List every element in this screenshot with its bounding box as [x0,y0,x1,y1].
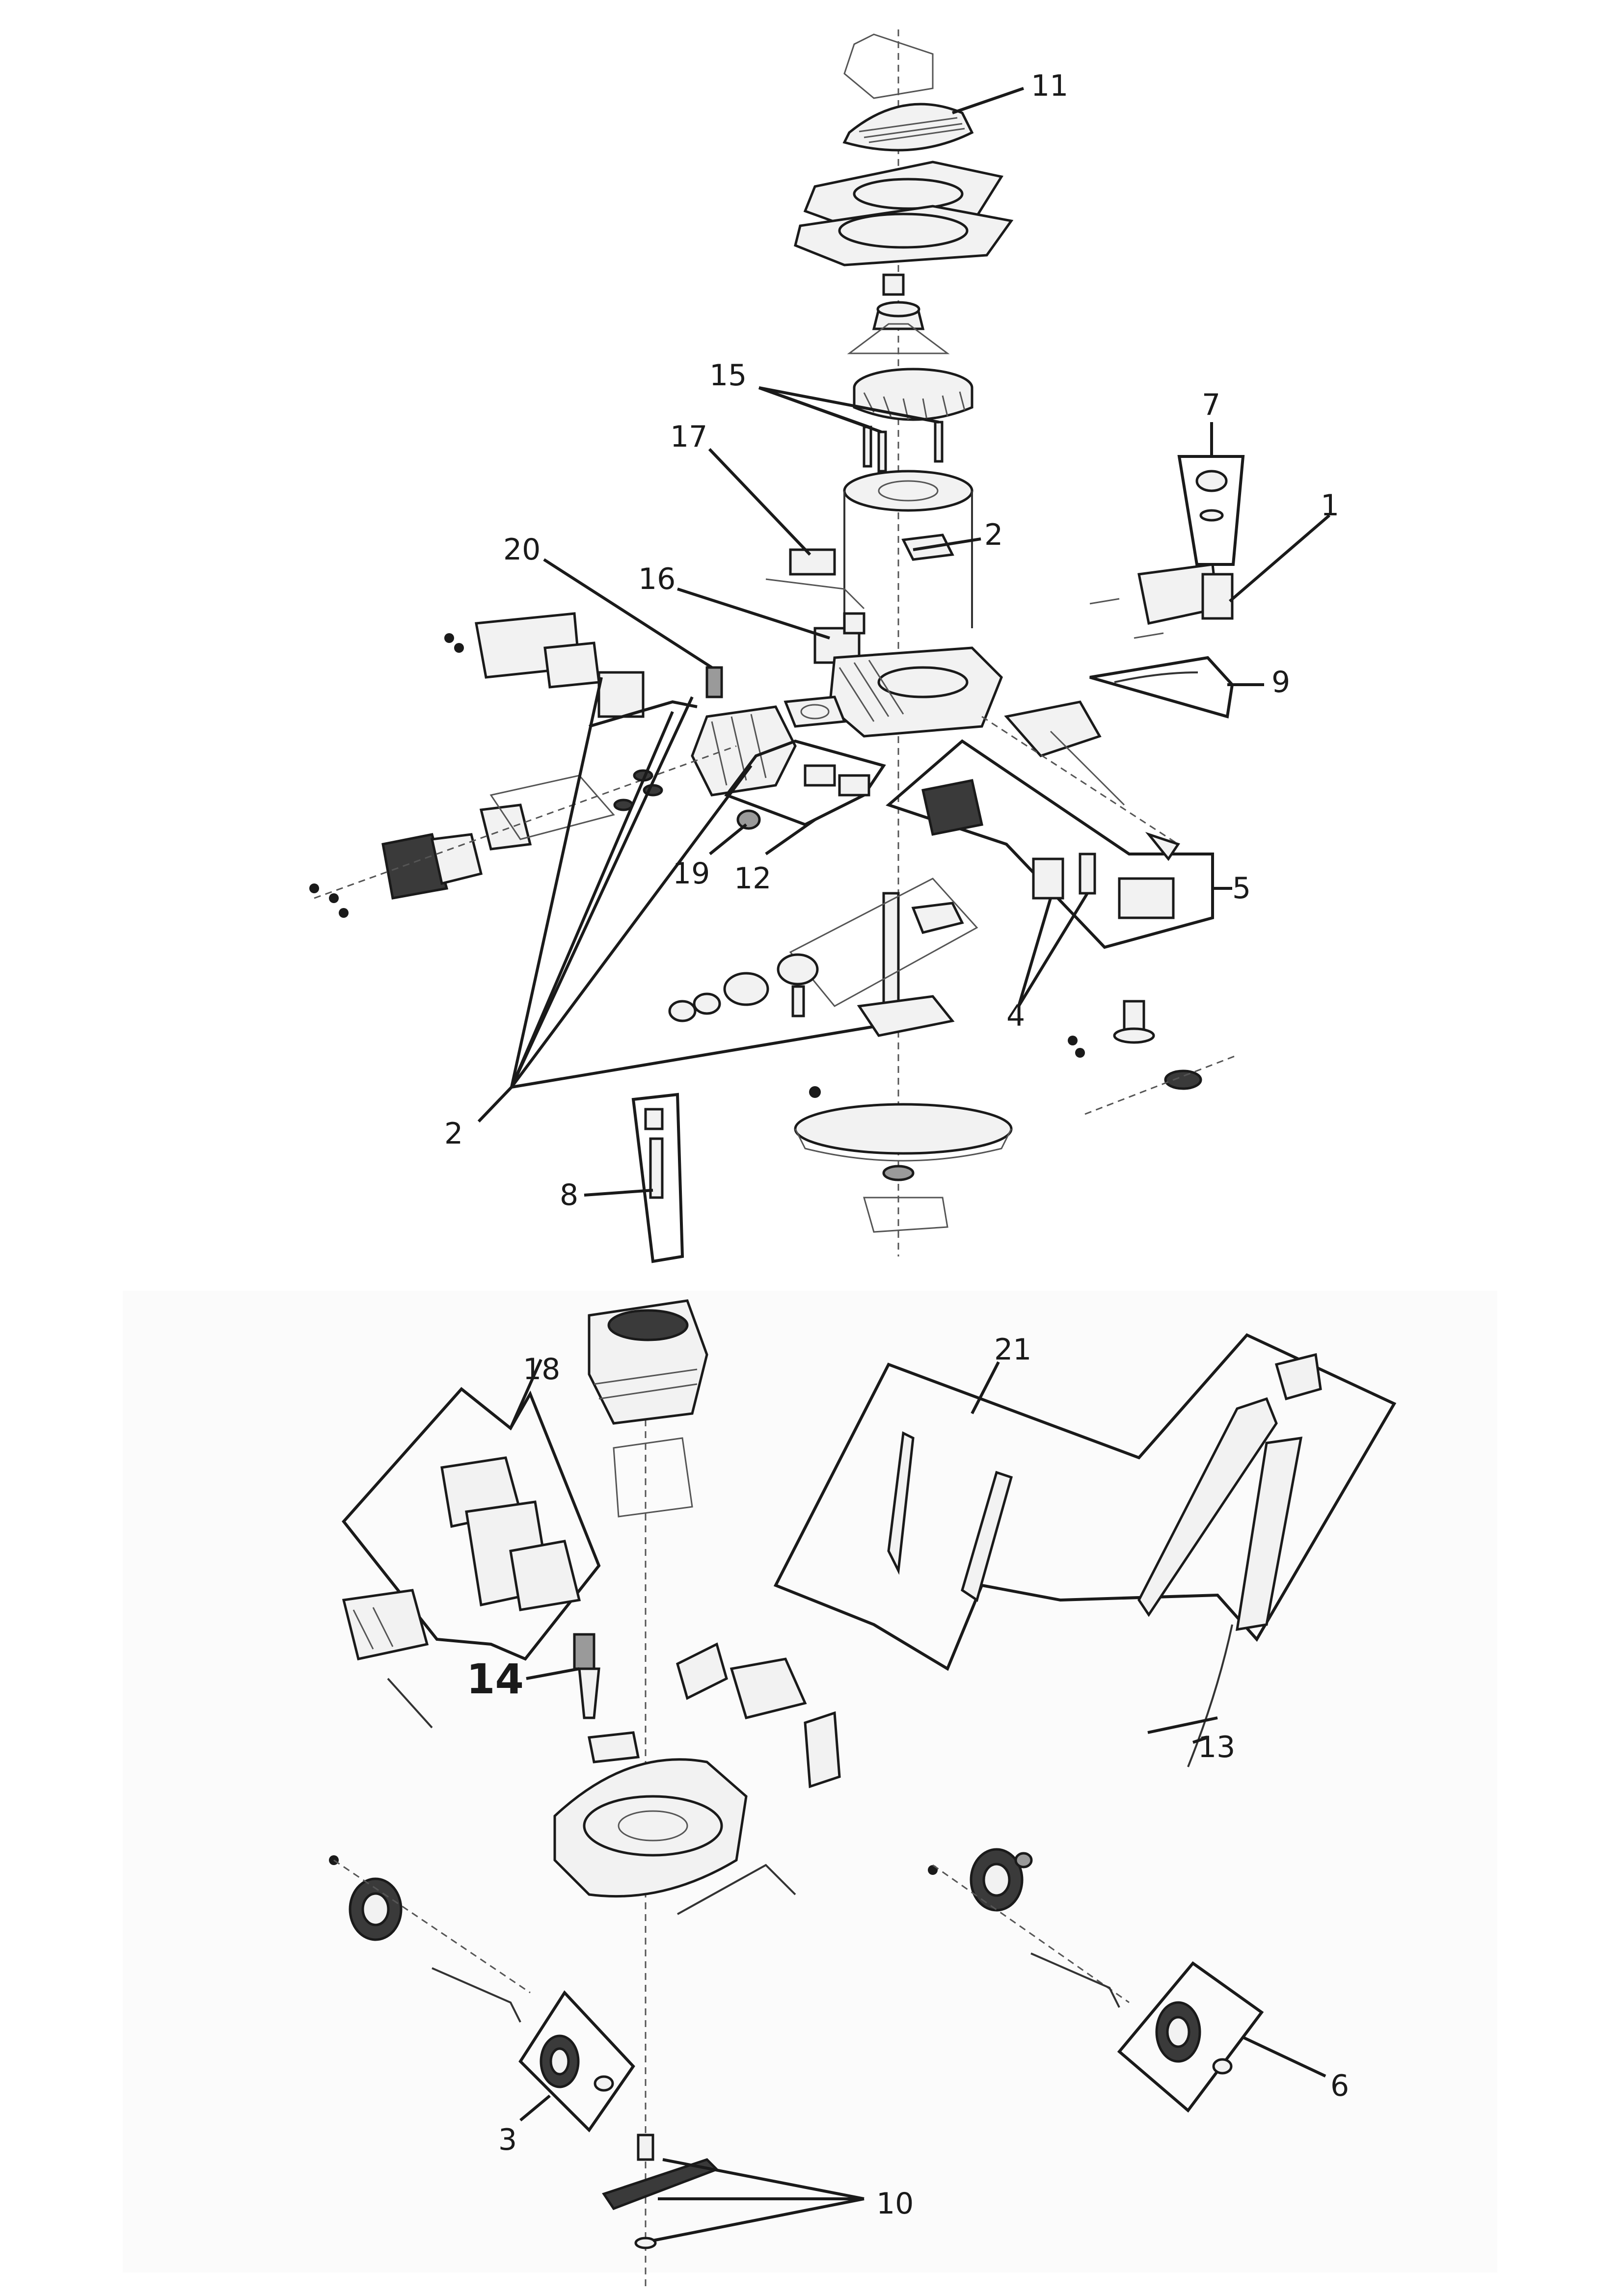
callout-7: 7 [1202,388,1220,422]
crankcase-block [828,646,1003,738]
engine-exploded-view [309,29,1330,1263]
sump-gasket [857,995,955,1037]
callout-11: 11 [1031,69,1068,103]
fuel-cap-kit-7 [1177,422,1245,566]
spark-plug-20 [543,558,723,698]
dipstick-8 [584,1093,684,1263]
ignition-coil-17 [708,448,865,610]
callout-20: 20 [503,533,541,567]
blade-adapter [1068,1000,1238,1115]
starter-cup [847,273,950,354]
grass-bag-18 [342,1359,601,1661]
callout-9: 9 [1271,665,1290,699]
control-bracket [981,700,1180,861]
mower-deck [553,1758,796,1915]
control-cable-13 [1147,1624,1233,1767]
muffler-assembly [444,612,645,718]
filter-elements-4 [1017,853,1096,1007]
leader-11 [952,87,1024,114]
studs-15 [758,386,944,473]
wheel-kit-6 [1117,1961,1326,2113]
air-filter-housing [309,745,737,918]
mower-exploded-view [329,1299,1397,2287]
bolt-frame-top [843,33,934,99]
callout-13: 13 [1198,1730,1235,1764]
fuel-tank-1 [1137,514,1330,625]
callout-2-upper: 2 [984,518,1003,552]
callout-2-lower: 2 [444,1117,463,1151]
cylinder-head [691,695,846,797]
gasket-leaders-2 [510,677,879,1089]
handle-assembly-21 [773,1333,1397,1671]
flywheel [853,368,973,421]
intake-kit-12 [724,739,886,855]
crankshaft-piston [668,878,978,1022]
discharge-chute [342,1589,433,1729]
callout-19: 19 [673,856,710,891]
blower-housing [843,470,973,628]
wheel-kit-3 [518,1990,635,2133]
gasket-2-upper [901,534,981,561]
engine-shroud [794,160,1014,267]
callout-17: 17 [670,420,707,454]
callout-14: 14 [466,1655,524,1703]
carburetor-16 [677,587,865,664]
throttle-control-14 [526,1633,640,1763]
callout-21: 21 [994,1333,1031,1367]
primer-19 [709,809,761,855]
callout-1: 1 [1321,488,1339,523]
recoil-starter-11 [842,103,974,152]
callout-6: 6 [1330,2069,1349,2103]
callout-8: 8 [560,1178,578,1212]
air-filter-kit-5 [886,739,1232,949]
right-wheel-assembly [928,1848,1130,2008]
sump-base [794,1086,1013,1233]
callout-15: 15 [709,358,747,393]
callout-4: 4 [1006,999,1025,1033]
callout-labels: 11 15 7 17 1 2 20 16 9 5 19 12 4 2 8 18 … [444,69,1349,2221]
blade-10 [602,2134,865,2249]
callout-5: 5 [1232,871,1251,906]
callout-18: 18 [523,1352,560,1387]
left-wheel-assembly [329,1855,531,2023]
callout-12: 12 [734,861,771,896]
fuel-line-kit-9 [1089,598,1264,719]
callout-10: 10 [876,2187,914,2221]
leader-2-lower [477,1086,513,1123]
engine-assembly [588,1299,708,1518]
rear-flap-bracket [676,1642,841,1789]
callout-3: 3 [498,2123,517,2157]
callout-16: 16 [638,562,676,596]
